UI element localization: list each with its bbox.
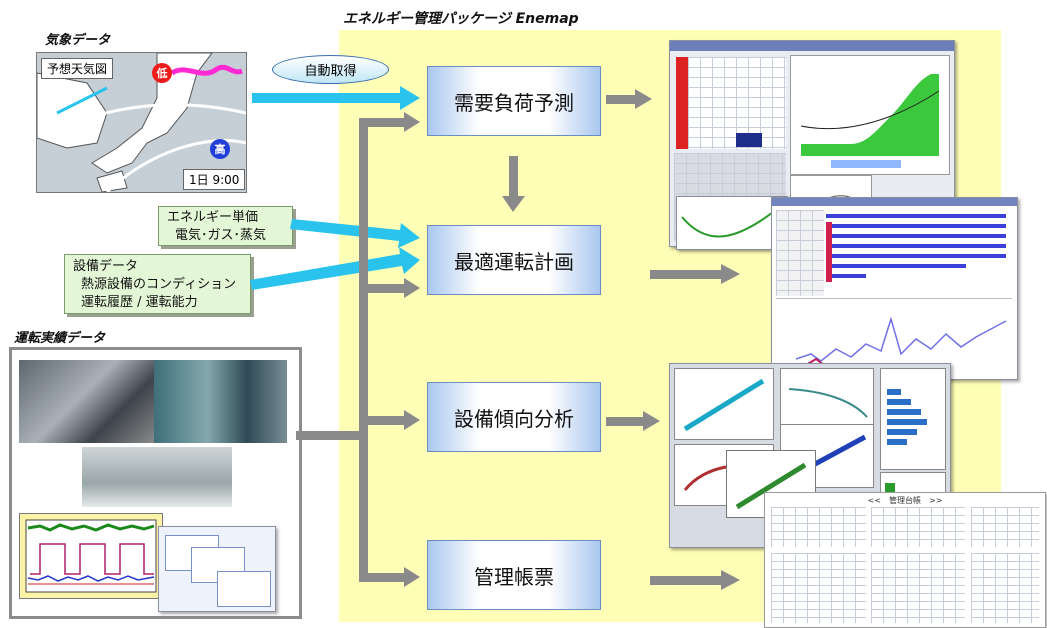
trend-chart-image bbox=[25, 519, 157, 593]
report-sheet-title: << 管理台帳 >> bbox=[867, 496, 943, 505]
histogram-window-1 bbox=[880, 368, 946, 470]
report-table-1 bbox=[771, 507, 866, 547]
equipment-line3: 運転履歴 / 運転能力 bbox=[81, 295, 198, 310]
process-report: 管理帳票 bbox=[427, 540, 601, 610]
auto-fetch-badge: 自動取得 bbox=[272, 55, 389, 84]
equipment-line1: 設備データ bbox=[73, 259, 139, 274]
operation-results-heading: 運転実績データ bbox=[14, 331, 106, 346]
report-table-3 bbox=[971, 507, 1039, 547]
equipment-line2: 熱源設備のコンディション bbox=[81, 277, 237, 292]
equipment-photo-3 bbox=[82, 447, 232, 507]
optimal-equipment-list bbox=[776, 210, 824, 296]
equipment-photo-1 bbox=[19, 360, 154, 443]
process-trend-analysis: 設備傾向分析 bbox=[427, 382, 601, 452]
scatter-window-1 bbox=[674, 368, 774, 440]
demand-mini-chart bbox=[676, 196, 788, 250]
demand-table bbox=[676, 57, 786, 149]
weather-map-image bbox=[37, 53, 246, 192]
process-optimal-plan: 最適運転計画 bbox=[427, 225, 601, 295]
report-table-6 bbox=[971, 553, 1039, 623]
weather-heading: 気象データ bbox=[45, 33, 111, 48]
map-time-label: 1日 9:00 bbox=[183, 169, 246, 190]
trend-chart-thumb bbox=[19, 513, 163, 599]
report-table-2 bbox=[871, 507, 965, 547]
report-sheet: << 管理台帳 >> bbox=[764, 492, 1046, 628]
optimal-gantt bbox=[826, 214, 1006, 282]
low-pressure-mark: 低 bbox=[156, 67, 168, 80]
energy-price-line2: 電気･ガス･蒸気 bbox=[175, 228, 267, 243]
operation-results-frame bbox=[9, 347, 302, 619]
optimal-titlebar bbox=[772, 198, 1017, 206]
analysis-window-thumb bbox=[158, 526, 276, 612]
report-table-4 bbox=[771, 553, 866, 623]
energy-price-box: エネルギー単価 電気･ガス･蒸気 bbox=[158, 206, 293, 246]
equipment-data-box: 設備データ 熱源設備のコンディション 運転履歴 / 運転能力 bbox=[64, 254, 251, 314]
high-pressure-mark: 高 bbox=[214, 143, 226, 156]
scatter-plot-5 bbox=[735, 462, 807, 510]
cyan-arrows bbox=[250, 86, 420, 290]
energy-price-line1: エネルギー単価 bbox=[167, 210, 259, 225]
weather-map: 予想天気図 低 高 1日 9:00 bbox=[36, 52, 247, 193]
optimal-plan-screenshot bbox=[771, 197, 1018, 380]
report-table-5 bbox=[871, 553, 965, 623]
histogram-1 bbox=[887, 389, 927, 445]
scatter-plot-1 bbox=[683, 378, 765, 432]
analysis-subwindow-3 bbox=[217, 571, 271, 607]
demand-titlebar bbox=[670, 41, 954, 51]
demand-mini-curve bbox=[681, 204, 783, 238]
demand-table-header bbox=[676, 57, 688, 149]
demand-table-highlight bbox=[736, 133, 762, 147]
package-title: エネルギー管理パッケージ Enemap bbox=[343, 11, 579, 27]
gray-arrows bbox=[296, 89, 740, 590]
equipment-photo-2 bbox=[154, 360, 287, 443]
process-demand-forecast: 需要負荷予測 bbox=[427, 66, 601, 136]
demand-chart-window bbox=[790, 55, 950, 175]
scatter-plot-2 bbox=[788, 388, 868, 418]
map-label: 予想天気図 bbox=[41, 58, 114, 79]
demand-chart bbox=[800, 74, 940, 168]
